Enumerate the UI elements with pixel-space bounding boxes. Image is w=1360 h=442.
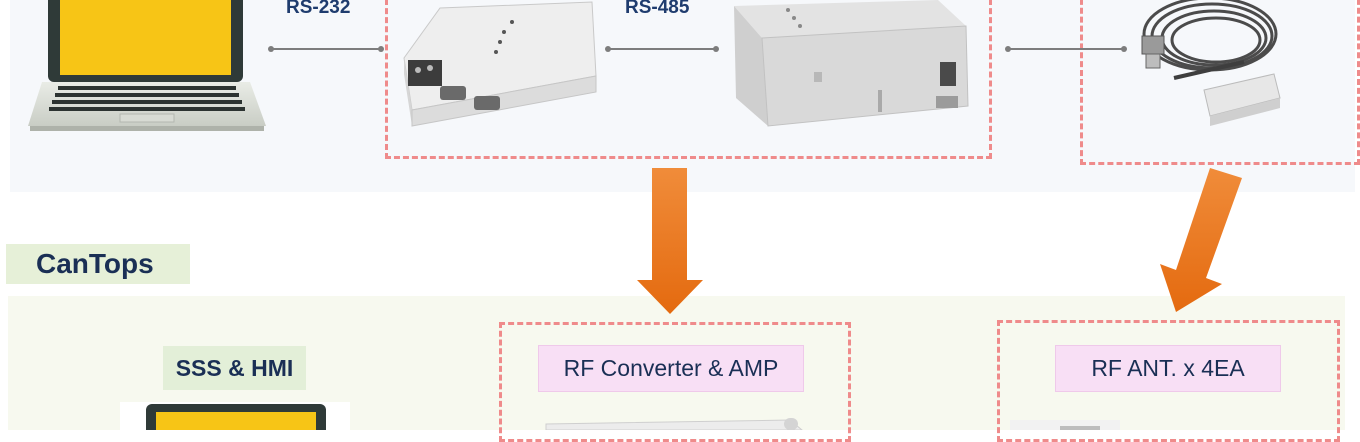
rf-ant-label: RF ANT. x 4EA: [1055, 345, 1281, 392]
rs485-label: RS-485: [625, 0, 690, 18]
rs232-label: RS-232: [286, 0, 351, 18]
antenna-group-box: [1080, 0, 1360, 165]
rf-converter-device: [545, 418, 803, 430]
down-arrow-converter: [637, 168, 703, 314]
hmi-laptop-icon: [120, 402, 350, 430]
rf-unit-device: [734, 0, 969, 127]
rf-converter-label: RF Converter & AMP: [538, 345, 804, 392]
rf-ant-device: [1010, 420, 1120, 430]
down-arrow-antenna: [1160, 168, 1242, 312]
section-title: CanTops: [6, 244, 190, 284]
converter-group-box: [385, 0, 992, 159]
serial-converter-device: [403, 1, 597, 127]
sss-hmi-label: SSS & HMI: [163, 346, 306, 390]
rs485-connection-line: [605, 46, 719, 52]
rs232-connection-line: [268, 46, 384, 52]
laptop-icon: [28, 0, 266, 131]
antenna-cable-device: [1141, 0, 1281, 126]
antenna-connection-line: [1005, 46, 1127, 52]
